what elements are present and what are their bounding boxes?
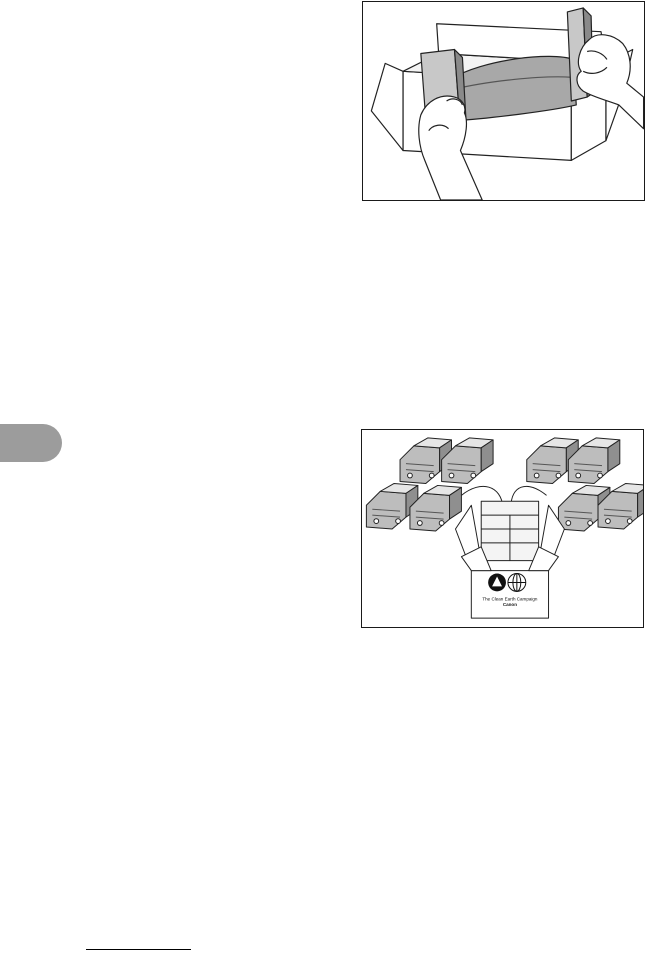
unpacking-figure bbox=[362, 1, 645, 201]
chapter-side-tab bbox=[0, 424, 62, 462]
recycle-logo-icon bbox=[488, 574, 506, 592]
footnote-rule bbox=[86, 949, 191, 950]
campaign-label: The Clean Earth Campaign bbox=[482, 596, 538, 601]
globe-icon bbox=[508, 574, 526, 592]
unpacking-illustration bbox=[363, 2, 644, 200]
recycling-figure: The Clean Earth Campaign Canon bbox=[361, 429, 644, 628]
brand-label: Canon bbox=[503, 602, 517, 607]
recycling-illustration: The Clean Earth Campaign Canon bbox=[362, 430, 643, 627]
